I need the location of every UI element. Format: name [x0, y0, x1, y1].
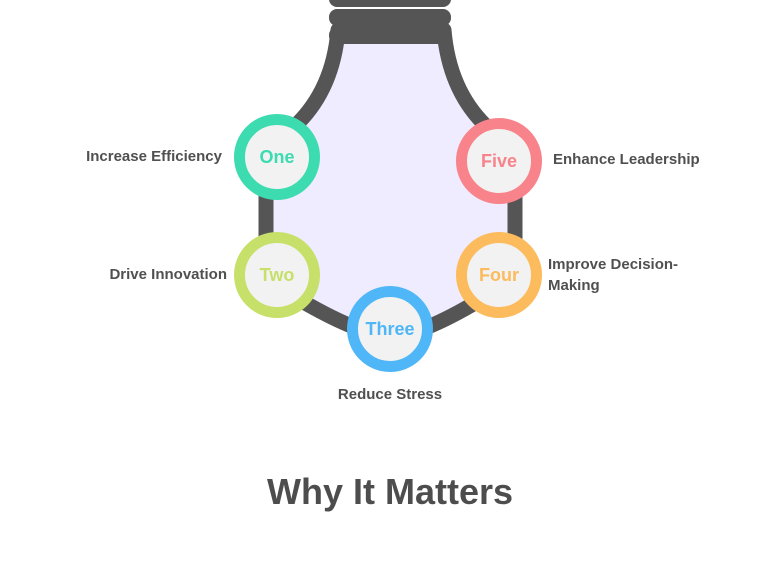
step-four-number: Four [479, 264, 519, 285]
step-five-number: Five [480, 150, 518, 171]
step-two-number: Two [259, 264, 295, 285]
step-four-label: Improve Decision-Making [548, 256, 679, 294]
step-five-circle: Five [456, 118, 542, 204]
step-five-label: Enhance Leadership [553, 151, 700, 168]
step-three-label: Reduce Stress [337, 386, 443, 403]
bulb-cap [329, 0, 451, 44]
step-three-number: Three [365, 318, 415, 339]
step-three-circle: Three [347, 286, 433, 372]
step-two-label: Drive Innovation [109, 266, 227, 283]
step-one-number: One [259, 146, 295, 167]
step-four-circle: Four [456, 232, 542, 318]
step-one-label: Increase Efficiency [86, 148, 222, 165]
step-one-circle: One [234, 114, 320, 200]
step-two-circle: Two [234, 232, 320, 318]
page-title: Why It Matters [266, 471, 514, 512]
